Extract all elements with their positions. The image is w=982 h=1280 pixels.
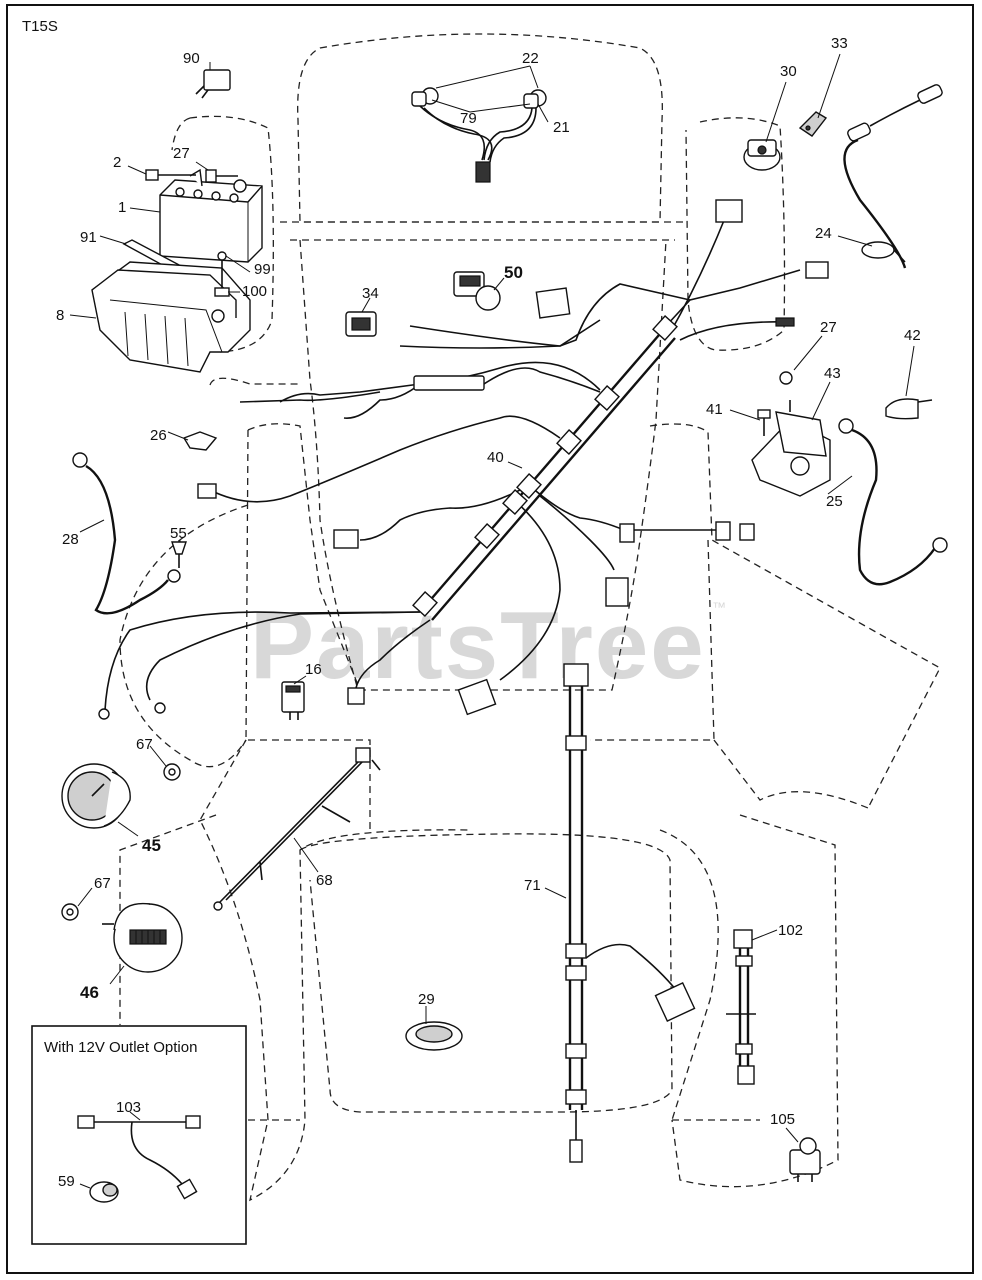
harness-68: [213, 747, 381, 911]
inset-title: With 12V Outlet Option: [44, 1039, 197, 1056]
hour-meter: [61, 763, 131, 829]
battery: [159, 168, 263, 263]
callout-103: 103: [116, 1099, 141, 1116]
callout-34: 34: [362, 285, 379, 302]
watermark-trademark: ™: [712, 599, 726, 615]
harness-71: [563, 663, 696, 1163]
callout-16: 16: [305, 661, 322, 678]
callout-42: 42: [904, 327, 921, 344]
callout-67a: 67: [136, 736, 153, 753]
callout-27a: 27: [173, 145, 190, 162]
ignition-switch: [743, 139, 781, 171]
battery-cable-positive: [843, 84, 943, 269]
callout-45: 45: [142, 836, 161, 855]
diagram-code: T15S: [22, 18, 58, 35]
watermark: PartsTree: [250, 592, 706, 699]
callout-24: 24: [815, 225, 832, 242]
callout-33: 33: [831, 35, 848, 52]
callout-102: 102: [778, 922, 803, 939]
headlight-harness: [411, 87, 547, 183]
callout-30: 30: [780, 63, 797, 80]
callout-55: 55: [170, 525, 187, 542]
callout-22: 22: [522, 50, 539, 67]
fuel-gauge-nut: [61, 903, 79, 921]
tractor-outline: [119, 33, 941, 1202]
part-50-switch: [453, 271, 501, 311]
part-16-relay: [281, 681, 305, 720]
part-26-connector: [182, 431, 218, 451]
callout-27b: 27: [820, 319, 837, 336]
callout-29: 29: [418, 991, 435, 1008]
callout-1: 1: [118, 199, 126, 216]
callout-68: 68: [316, 872, 333, 889]
hour-meter-nut: [163, 763, 181, 781]
callout-79: 79: [460, 110, 477, 127]
callout-100: 100: [242, 283, 267, 300]
diagram-border: [6, 4, 974, 1274]
battery-tray: [91, 261, 251, 373]
fuel-gauge: [102, 902, 183, 973]
main-wiring-harness: [98, 199, 829, 720]
callout-59: 59: [58, 1173, 75, 1190]
solenoid-bolt: [757, 409, 771, 436]
part-102-harness: [726, 929, 756, 1085]
part-34-switch: [345, 311, 377, 337]
callout-43: 43: [824, 365, 841, 382]
callout-2: 2: [113, 154, 121, 171]
callout-105: 105: [770, 1111, 795, 1128]
callout-91: 91: [80, 229, 97, 246]
callout-50: 50: [504, 263, 523, 282]
part-90-connector: [195, 69, 231, 99]
ground-cable: [72, 452, 181, 615]
callout-25: 25: [826, 493, 843, 510]
part-29-grommet: [405, 1021, 463, 1051]
part-105-solenoid: [789, 1137, 821, 1182]
callout-40: 40: [487, 449, 504, 466]
callout-41: 41: [706, 401, 723, 418]
callout-28: 28: [62, 531, 79, 548]
ignition-key: [798, 111, 828, 137]
callout-90: 90: [183, 50, 200, 67]
solenoid-nut: [779, 371, 793, 385]
callout-99: 99: [254, 261, 271, 278]
callout-26: 26: [150, 427, 167, 444]
callout-46: 46: [80, 983, 99, 1002]
outlet-option-inset: With 12V Outlet Option: [31, 1025, 247, 1245]
terminal-boot: [885, 398, 933, 420]
callout-71: 71: [524, 877, 541, 894]
callout-67b: 67: [94, 875, 111, 892]
battery-bolt: [145, 169, 196, 181]
starter-solenoid: [751, 400, 831, 497]
callout-21: 21: [553, 119, 570, 136]
callout-labels: 90 22 79 21 30 33 2 27 1 91 99 100 8 34 …: [56, 35, 921, 1190]
callout-8: 8: [56, 307, 64, 324]
battery-nut: [205, 169, 238, 183]
ground-bolt: [171, 541, 187, 568]
battery-cable-negative: [838, 418, 948, 586]
callout-leaders: [69, 53, 915, 1143]
